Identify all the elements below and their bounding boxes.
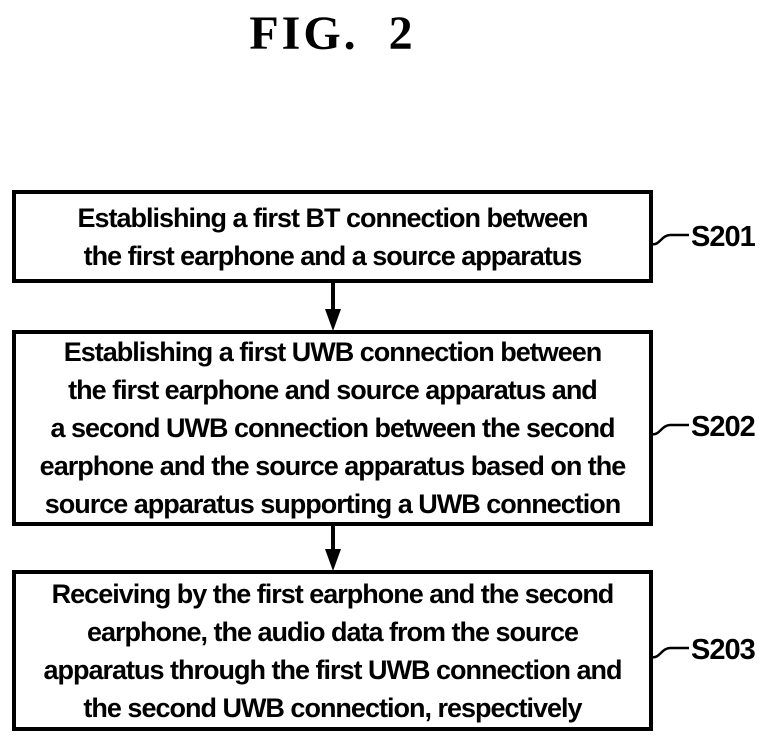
figure-title: FIG. 2 (249, 7, 416, 60)
arrow-down-icon (325, 309, 341, 331)
step-label-s202: S202 (691, 411, 756, 443)
step-text-line: earphone and the source apparatus based … (39, 451, 627, 481)
step-label-s203: S203 (691, 634, 756, 666)
step-text-line: the second UWB connection, respectively (83, 692, 582, 723)
step-text-line: a second UWB connection between the seco… (50, 413, 615, 443)
flow-arrow-shaft (331, 524, 335, 552)
step-text-line: the first earphone and a source apparatu… (83, 240, 583, 271)
step-text-line: Establishing a first UWB connection betw… (63, 337, 603, 367)
step-box-s203: Receiving by the first earphone and the … (12, 570, 653, 731)
step-text-line: Establishing a first BT connection betwe… (77, 202, 588, 233)
step-box-s201: Establishing a first BT connection betwe… (12, 190, 653, 283)
flow-arrow-shaft (331, 282, 335, 312)
step-text-line: earphone, the audio data from the source (86, 616, 579, 647)
step-text-line: source apparatus supporting a UWB connec… (44, 489, 622, 519)
leader-line (651, 233, 689, 246)
arrow-down-icon (325, 549, 341, 571)
step-text-line: the first earphone and source apparatus … (68, 375, 598, 405)
leader-line (651, 646, 689, 659)
step-label-s201: S201 (691, 221, 756, 253)
step-text-line: Receiving by the first earphone and the … (51, 578, 615, 609)
leader-line (651, 423, 689, 436)
step-box-s202: Establishing a first UWB connection betw… (12, 330, 653, 526)
step-text-line: apparatus through the first UWB connecti… (43, 654, 622, 685)
